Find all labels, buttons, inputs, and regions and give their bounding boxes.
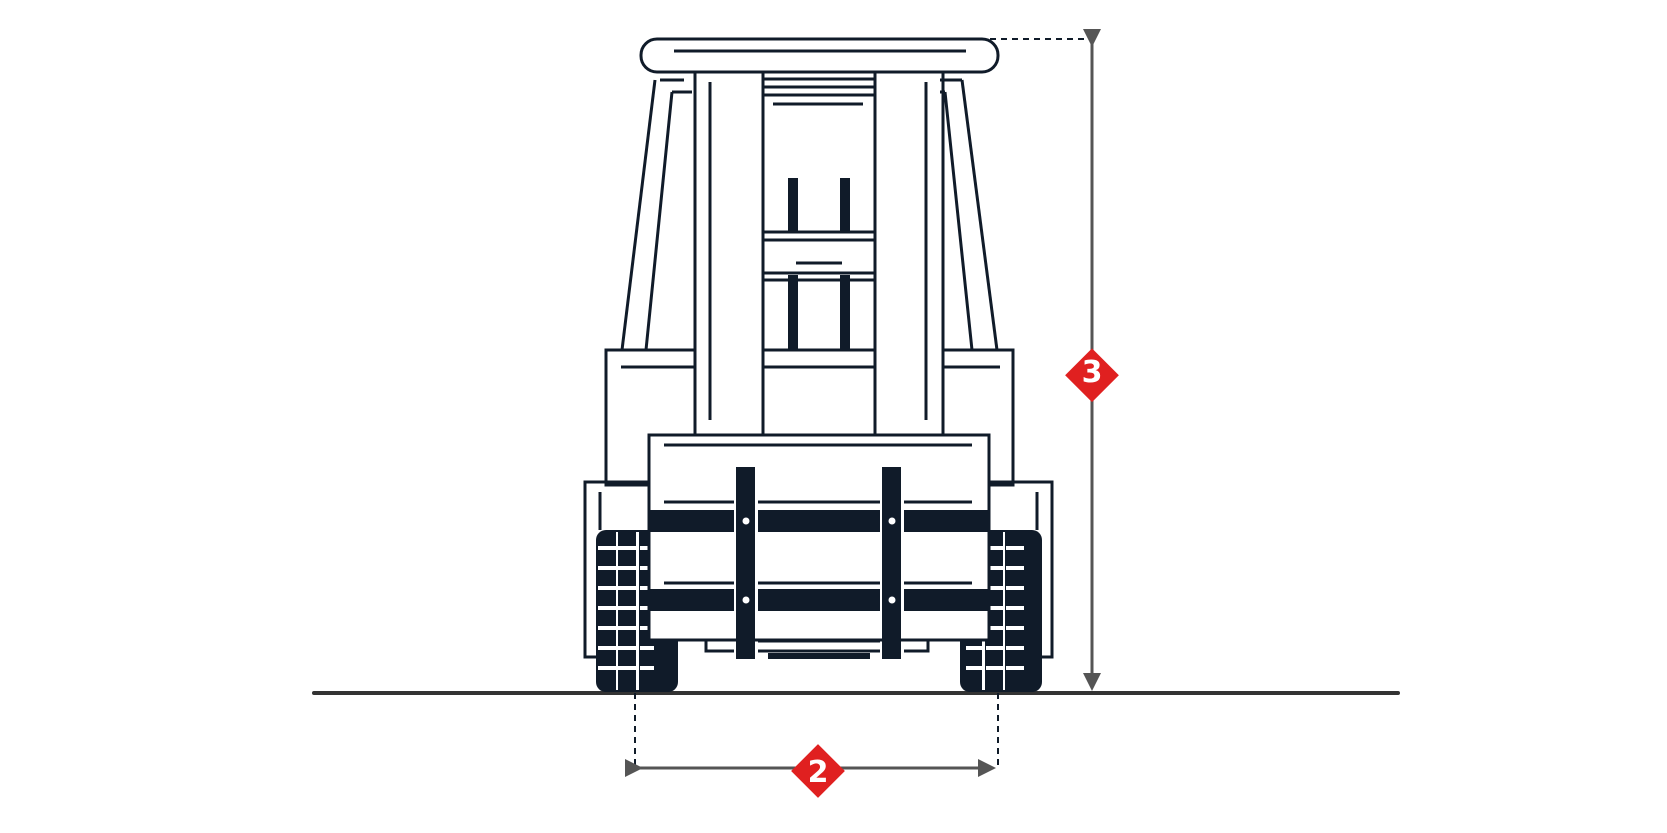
forks <box>736 467 901 659</box>
upper-carriage <box>761 70 877 265</box>
middle-carriage <box>761 271 877 437</box>
fork-carriage <box>647 433 991 659</box>
width-badge-label: 2 <box>808 755 829 790</box>
width-badge: 2 <box>791 744 845 798</box>
guard-posts <box>620 78 999 351</box>
height-badge-label: 3 <box>1082 355 1103 390</box>
overhead-guard <box>639 37 1000 74</box>
mast-uprights <box>693 70 945 437</box>
forklift-front-view <box>583 37 1054 692</box>
height-badge: 3 <box>1065 348 1119 403</box>
width-dimension: 2 <box>625 693 999 798</box>
